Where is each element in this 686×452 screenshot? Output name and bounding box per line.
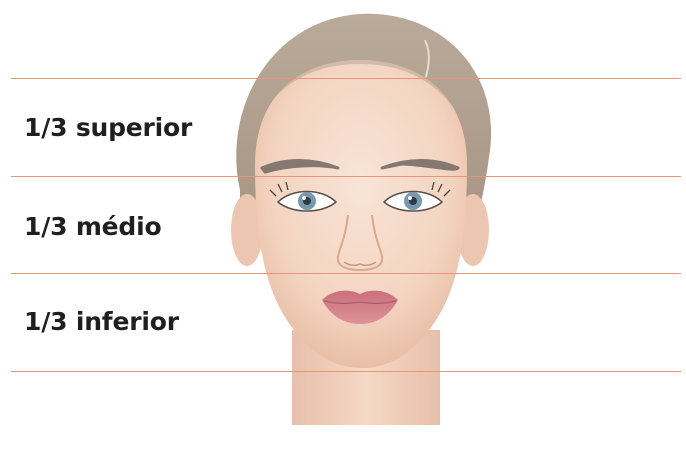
- label-middle-third: 1/3 médio: [24, 212, 161, 241]
- guide-line-top: [11, 78, 681, 79]
- label-lower-third: 1/3 inferior: [24, 307, 179, 336]
- guide-line-nose: [11, 273, 681, 274]
- label-upper-third: 1/3 superior: [24, 113, 192, 142]
- guide-line-chin: [11, 371, 681, 372]
- guide-line-brow: [11, 176, 681, 177]
